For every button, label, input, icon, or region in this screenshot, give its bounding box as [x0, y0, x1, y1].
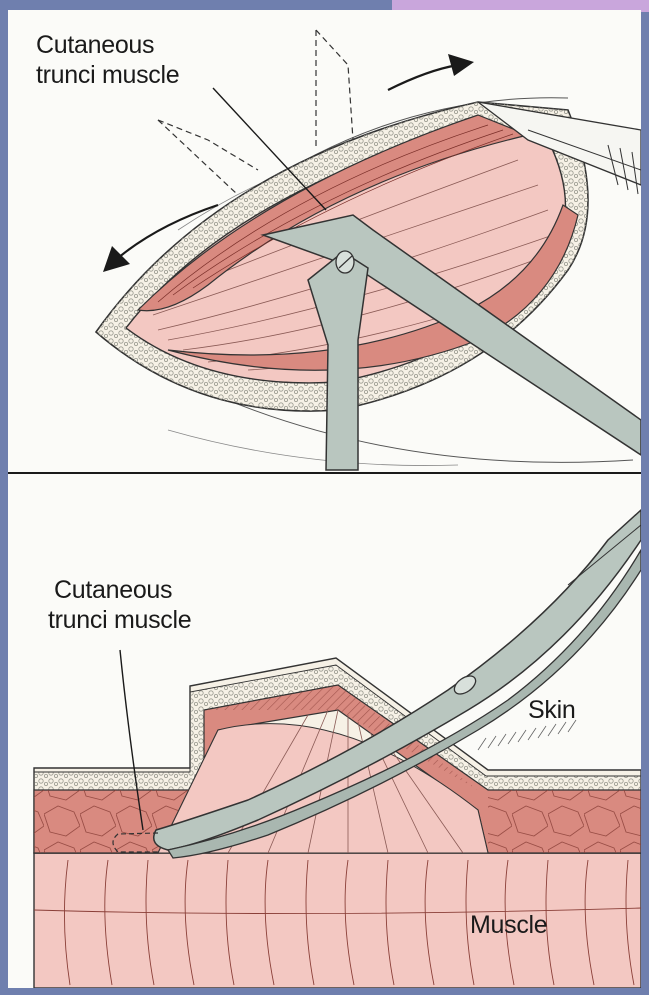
- label-line-2: trunci muscle: [48, 606, 192, 634]
- label-line-1: Cutaneous: [36, 31, 155, 59]
- cutaneous-trunci-band-upper: [136, 114, 530, 312]
- dashed-scissors-tip: [112, 832, 159, 853]
- skin-label-text: Skin: [528, 696, 576, 724]
- label-line-2: trunci muscle: [36, 61, 180, 89]
- frame-accent-band: [392, 0, 649, 12]
- muscle-label-text: Muscle: [470, 911, 548, 939]
- bottom-panel: [33, 508, 641, 988]
- dashed-scissors-outline: [157, 29, 354, 196]
- direction-arrow-right: [387, 54, 474, 91]
- direction-arrow-left: [103, 203, 219, 272]
- top-panel: [94, 29, 641, 471]
- label-line-1: Cutaneous: [54, 576, 173, 604]
- label-leader-top: [212, 87, 327, 211]
- surgical-illustration: [8, 29, 641, 988]
- curved-scissors: [153, 508, 641, 859]
- deep-muscle-layer: [33, 852, 641, 988]
- label-leader-bottom: [119, 649, 144, 831]
- scissors-top: [260, 214, 641, 471]
- illustration-plate: Cutaneous trunci muscle Cutaneous trunci…: [8, 10, 641, 988]
- label-skin: Skin: [528, 695, 576, 725]
- label-muscle: Muscle: [470, 910, 548, 940]
- label-cutaneous-trunci-bottom: Cutaneous trunci muscle: [48, 575, 192, 635]
- forceps: [477, 101, 641, 186]
- label-cutaneous-trunci-top: Cutaneous trunci muscle: [36, 30, 180, 90]
